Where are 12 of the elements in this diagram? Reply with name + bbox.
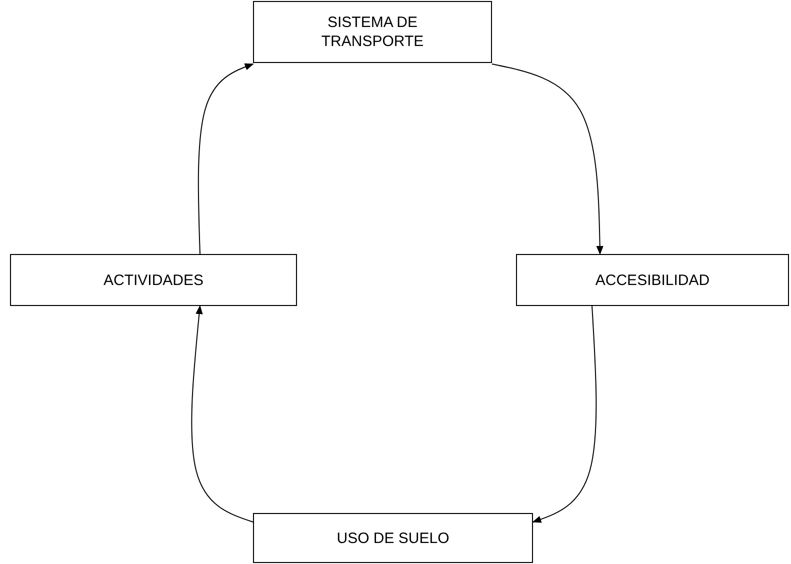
arrow bbox=[492, 64, 604, 255]
arrow bbox=[532, 306, 597, 523]
process-box bbox=[253, 513, 533, 563]
process-box bbox=[516, 254, 789, 306]
box-label: ACTIVIDADES bbox=[103, 270, 204, 290]
box-label: ACCESIBILIDAD bbox=[595, 270, 710, 290]
process-box bbox=[10, 254, 297, 306]
arrow bbox=[198, 63, 254, 254]
process-box bbox=[253, 1, 492, 63]
box-label: USO DE SUELO bbox=[336, 528, 450, 548]
arrow bbox=[191, 305, 254, 522]
box-label: SISTEMA DE TRANSPORTE bbox=[320, 13, 425, 51]
